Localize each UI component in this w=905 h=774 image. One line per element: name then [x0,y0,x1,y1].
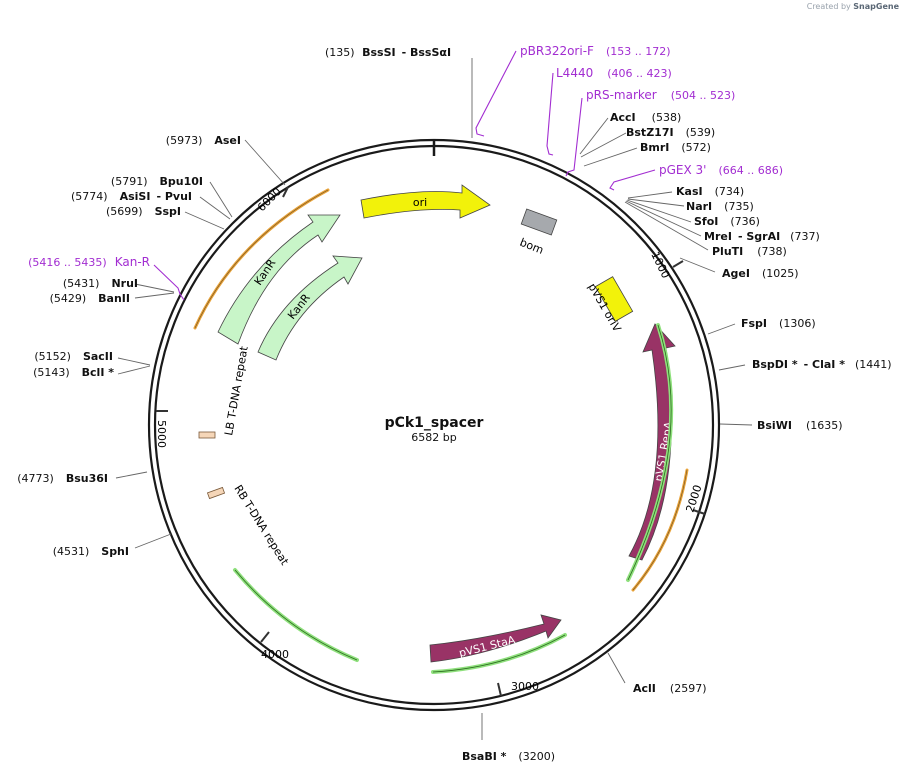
plasmid-name: pCk1_spacer [385,415,484,431]
ruler-label-2000: 2000 [683,483,704,514]
primers: pBR322ori-F(153 .. 172) L4440(406 .. 423… [28,44,783,301]
primer-leader-prs [565,97,583,177]
site-asei[interactable]: (5973)AseI [166,134,241,147]
site-fspi[interactable]: FspI(1306) [741,317,816,330]
site-bpu10i[interactable]: (5791)Bpu10I [111,175,203,188]
site-bsiwi[interactable]: BsiWI(1635) [757,419,843,432]
primer-pgex3[interactable]: pGEX 3'(664 .. 686) [659,163,783,177]
lb-repeat-label: LB T-DNA repeat [222,345,251,437]
ruler: 1000 2000 3000 4000 5000 6000 [155,185,706,697]
ruler-label-4000: 4000 [261,648,289,661]
credit-prefix: Created by [806,2,851,11]
site-sspi[interactable]: (5699)SspI [106,205,181,218]
site-agei[interactable]: AgeI(1025) [722,267,799,280]
ruler-label-6000: 6000 [255,185,284,214]
credit-brand: SnapGene [853,2,899,11]
pvs1-staa-feature [429,614,562,663]
rb-repeat-feature [206,486,226,500]
site-banii[interactable]: (5429)BanII [50,292,130,305]
backbone [147,138,721,712]
ori-feature [360,184,491,219]
site-nari[interactable]: NarI(735) [686,200,754,213]
site-nrui[interactable]: (5431)NruI [63,277,138,290]
site-bsssi[interactable]: (135) BssSI- BssSαI [325,46,451,59]
pvs1-oriv-feature [594,276,634,322]
site-acli[interactable]: AclI(2597) [633,682,706,695]
site-leader-lines [115,58,753,740]
site-bspdi[interactable]: BspDI *- ClaI *(1441) [752,358,892,371]
primer-kanr[interactable]: (5416 .. 5435)Kan-R [28,255,150,269]
ruler-label-3000: 3000 [511,680,539,693]
site-mrei[interactable]: MreI- SgrAI(737) [704,230,820,243]
primer-prs[interactable]: pRS-marker(504 .. 523) [586,88,735,102]
plasmid-size: 6582 bp [411,431,456,444]
lb-repeat-feature [198,431,216,439]
site-bsabi[interactable]: BsaBI *(3200) [462,750,555,763]
bom-label: bom [518,236,546,257]
site-sfoi[interactable]: SfoI(736) [694,215,760,228]
kanr-inner-feature [257,255,363,361]
snapgene-credit: Created by SnapGene [807,2,899,11]
site-bcli[interactable]: (5143)BclI * [33,366,114,379]
bom-feature [520,208,558,236]
site-bmri[interactable]: BmrI(572) [640,141,711,154]
ori-label: ori [413,196,427,209]
pvs1-repa-feature [628,323,676,561]
primer-leader-pbr322 [475,50,517,137]
site-pluti[interactable]: PluTI(738) [712,245,787,258]
primer-l4440[interactable]: L4440(406 .. 423) [556,66,672,80]
site-bstz17i[interactable]: BstZ17I(539) [626,126,715,139]
primer-leader-kanr [153,264,185,301]
primer-pbr322ori[interactable]: pBR322ori-F(153 .. 172) [520,44,671,58]
restriction-sites: (135) BssSI- BssSαI AccI(538) BstZ17I(53… [17,46,891,763]
site-bsu36i[interactable]: (4773)Bsu36I [17,472,108,485]
rb-repeat-label: RB T-DNA repeat [231,483,291,568]
primer-leader-l4440 [546,72,554,156]
site-asisi[interactable]: (5774)AsiSI- PvuI [71,190,192,203]
site-kasi[interactable]: KasI(734) [676,185,744,198]
site-sacii[interactable]: (5152)SacII [34,350,113,363]
primer-leader-pgex3 [609,169,656,191]
ruler-label-5000: 5000 [155,420,168,448]
site-acci[interactable]: AccI(538) [610,111,681,124]
site-sphi[interactable]: (4531)SphI [53,545,129,558]
kanr-outer-feature [217,214,341,345]
